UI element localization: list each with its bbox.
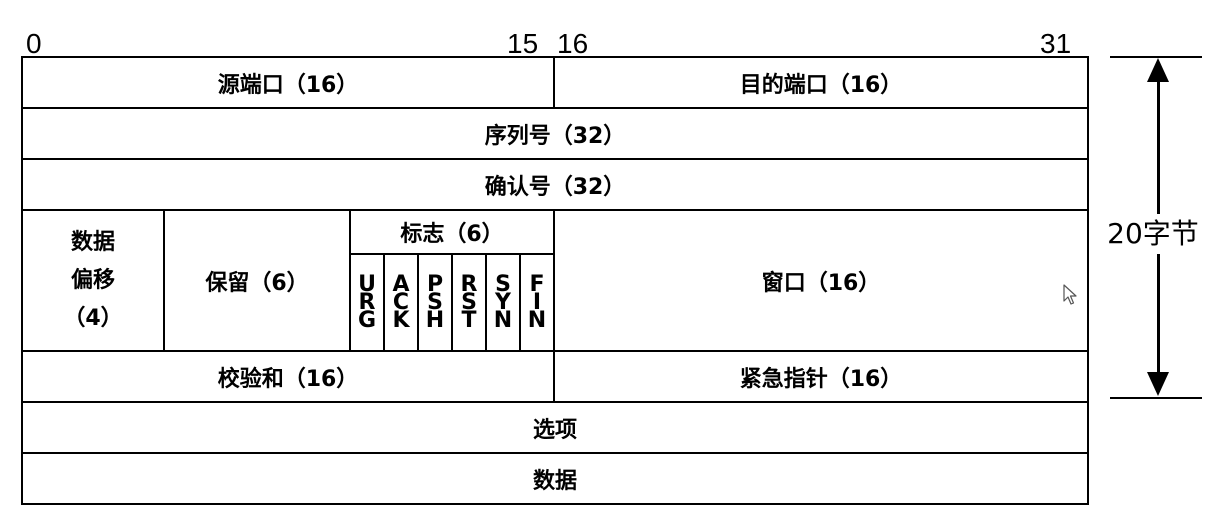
flag-psh-c3: H — [425, 307, 445, 333]
bit-label-16: 16 — [557, 28, 589, 59]
arrow-up-icon — [1147, 58, 1169, 82]
size-bottom-line — [1110, 397, 1202, 399]
flag-urg-c2: R — [358, 289, 376, 315]
dest-port-field: 目的端口（16） — [553, 56, 1089, 109]
mouse-cursor-icon — [1063, 284, 1077, 305]
reserved-field: 保留（6） — [163, 209, 351, 352]
bit-label-31: 31 — [1040, 28, 1072, 59]
checksum-field: 校验和（16） — [21, 350, 555, 403]
data-offset-field: 数据 偏移 （4） — [21, 209, 165, 352]
flag-psh-c1: P — [426, 271, 444, 297]
source-port-field: 源端口（16） — [21, 56, 555, 109]
data-field: 数据 — [21, 452, 1089, 505]
data-offset-line-3: （4） — [63, 305, 123, 331]
flag-fin-c1: F — [529, 271, 545, 297]
flags-title: 标志（6） — [349, 209, 555, 255]
flag-syn-c2: Y — [495, 289, 511, 315]
flag-psh-c2: S — [427, 289, 443, 315]
tcp-header-table: 源端口（16） 目的端口（16） 序列号（32） 确认号（32） 数据 偏移 （… — [21, 56, 1089, 505]
flag-syn-c1: S — [495, 271, 511, 297]
flag-syn-c3: N — [493, 307, 513, 333]
bit-label-0: 0 — [26, 28, 42, 59]
bit-label-15: 15 — [507, 28, 539, 59]
arrow-down-icon — [1147, 372, 1169, 396]
size-top-line — [1110, 56, 1202, 58]
flag-ack-c1: A — [392, 271, 410, 297]
data-offset-line-1: 数据 — [70, 229, 115, 255]
urgent-pointer-field: 紧急指针（16） — [553, 350, 1089, 403]
flag-ack-c2: C — [392, 289, 410, 315]
window-field: 窗口（16） — [553, 209, 1089, 352]
flag-urg-c1: U — [358, 271, 376, 297]
flag-urg-c3: G — [357, 307, 377, 333]
flag-fin-c2: I — [532, 289, 542, 315]
flag-rst-c2: S — [461, 289, 477, 315]
header-size-label: 20字节 — [1098, 214, 1208, 254]
flag-rst-c1: R — [460, 271, 478, 297]
sequence-number-field: 序列号（32） — [21, 107, 1089, 160]
options-field: 选项 — [21, 401, 1089, 454]
flag-fin-c3: N — [527, 307, 547, 333]
flag-rst-c3: T — [461, 307, 477, 333]
data-offset-line-2: 偏移 — [70, 267, 115, 293]
flag-ack-c3: K — [392, 307, 410, 333]
ack-number-field: 确认号（32） — [21, 158, 1089, 211]
